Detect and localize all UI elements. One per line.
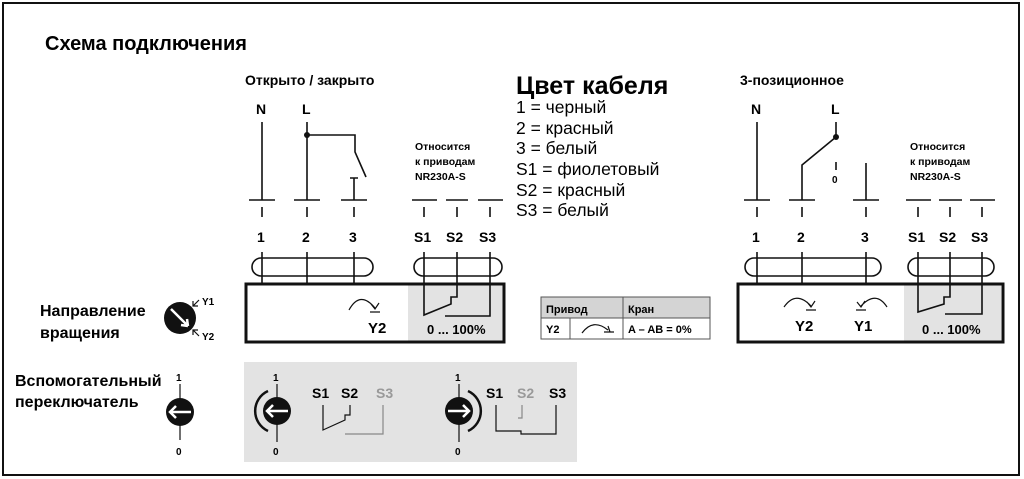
pos-1-label: 1 (455, 373, 461, 384)
label-l: L (831, 101, 840, 117)
aux-note: NR230A-S (910, 171, 961, 183)
page-title: Схема подключения (45, 33, 247, 55)
aux-note: к приводам (910, 156, 970, 168)
terminal-s1: S1 (414, 229, 431, 245)
aux-terminal: S2 (341, 385, 358, 401)
label-n: N (256, 101, 266, 117)
pos-1-label: 1 (176, 373, 182, 384)
rotation-cw-icon (783, 297, 816, 311)
terminal-1: 1 (752, 229, 760, 245)
aux-note: NR230A-S (415, 171, 466, 183)
three-pos-title: 3-позиционное (740, 72, 844, 88)
direction-label: Y1 (854, 318, 872, 335)
terminal-1: 1 (257, 229, 265, 245)
terminal-2: 2 (302, 229, 310, 245)
terminal-s2: S2 (446, 229, 463, 245)
rotation-label: Направление (40, 303, 146, 320)
junction-dot (304, 132, 310, 138)
y1-label: Y1 (202, 297, 215, 308)
cable-color-title: Цвет кабеля (516, 72, 668, 100)
terminal-2: 2 (797, 229, 805, 245)
pos-0-label: 0 (176, 447, 182, 458)
table-cell: Y2 (546, 324, 559, 336)
aux-note: к приводам (415, 156, 475, 168)
actuator-box (736, 282, 1005, 344)
legend-item: S1 = фиолетовый (516, 159, 659, 179)
aux-switch-panel (244, 362, 577, 462)
zero-label: 0 (832, 175, 838, 186)
pos-0-label: 0 (455, 447, 461, 458)
rotation-arrow-icon (581, 324, 614, 334)
label-l: L (302, 101, 311, 117)
legend-item: S2 = красный (516, 180, 625, 200)
three-position-diagram: 3-позиционное N L 0 1 2 3 Относится к пр… (736, 72, 1005, 344)
rotation-arrow-icon (348, 298, 380, 313)
legend-item: S3 = белый (516, 200, 609, 220)
aux-switch-label: переключатель (15, 394, 139, 411)
aux-note: Относится (910, 141, 965, 153)
table-header: Кран (628, 304, 654, 316)
aux-terminal: S1 (486, 385, 503, 401)
legend-item: 3 = белый (516, 138, 597, 158)
aux-terminal: S1 (312, 385, 329, 401)
cable (251, 257, 374, 277)
aux-switch: Вспомогательный переключатель 1 0 1 0 S1… (15, 362, 577, 462)
pos-0-label: 0 (273, 447, 279, 458)
aux-terminal: S2 (517, 385, 534, 401)
cable-color-legend: Цвет кабеля 1 = черный 2 = красный 3 = б… (516, 72, 668, 220)
table-header: Привод (546, 304, 588, 316)
aux-terminal: S3 (549, 385, 566, 401)
actuator-box (244, 282, 506, 344)
open-close-title: Открыто / закрыто (245, 72, 374, 88)
rotation-label: вращения (40, 325, 120, 342)
aux-note: Относится (415, 141, 470, 153)
open-close-diagram: Открыто / закрыто N L 1 2 3 Относится к … (244, 72, 506, 344)
valve-table: Привод Кран Y2 A – AB = 0% (540, 296, 711, 340)
terminal-3: 3 (861, 229, 869, 245)
direction-label: Y2 (795, 318, 813, 335)
aux-switch-label: Вспомогательный (15, 373, 162, 390)
range-label: 0 ... 100% (427, 322, 486, 337)
range-label: 0 ... 100% (922, 322, 981, 337)
aux-terminal: S3 (376, 385, 393, 401)
legend-item: 1 = черный (516, 97, 606, 117)
cable (744, 257, 882, 277)
terminal-s1: S1 (908, 229, 925, 245)
cable (413, 257, 503, 277)
table-cell: A – AB = 0% (628, 324, 692, 336)
rotation-direction: Направление вращения Y1 Y2 (40, 297, 215, 343)
cable (907, 257, 995, 277)
legend-item: 2 = красный (516, 118, 614, 138)
terminal-3: 3 (349, 229, 357, 245)
pos-1-label: 1 (273, 373, 279, 384)
terminal-s3: S3 (479, 229, 496, 245)
label-n: N (751, 101, 761, 117)
y2-label: Y2 (202, 332, 215, 343)
direction-label: Y2 (368, 320, 386, 337)
terminal-s2: S2 (939, 229, 956, 245)
rotation-ccw-icon (856, 297, 888, 311)
terminal-s3: S3 (971, 229, 988, 245)
